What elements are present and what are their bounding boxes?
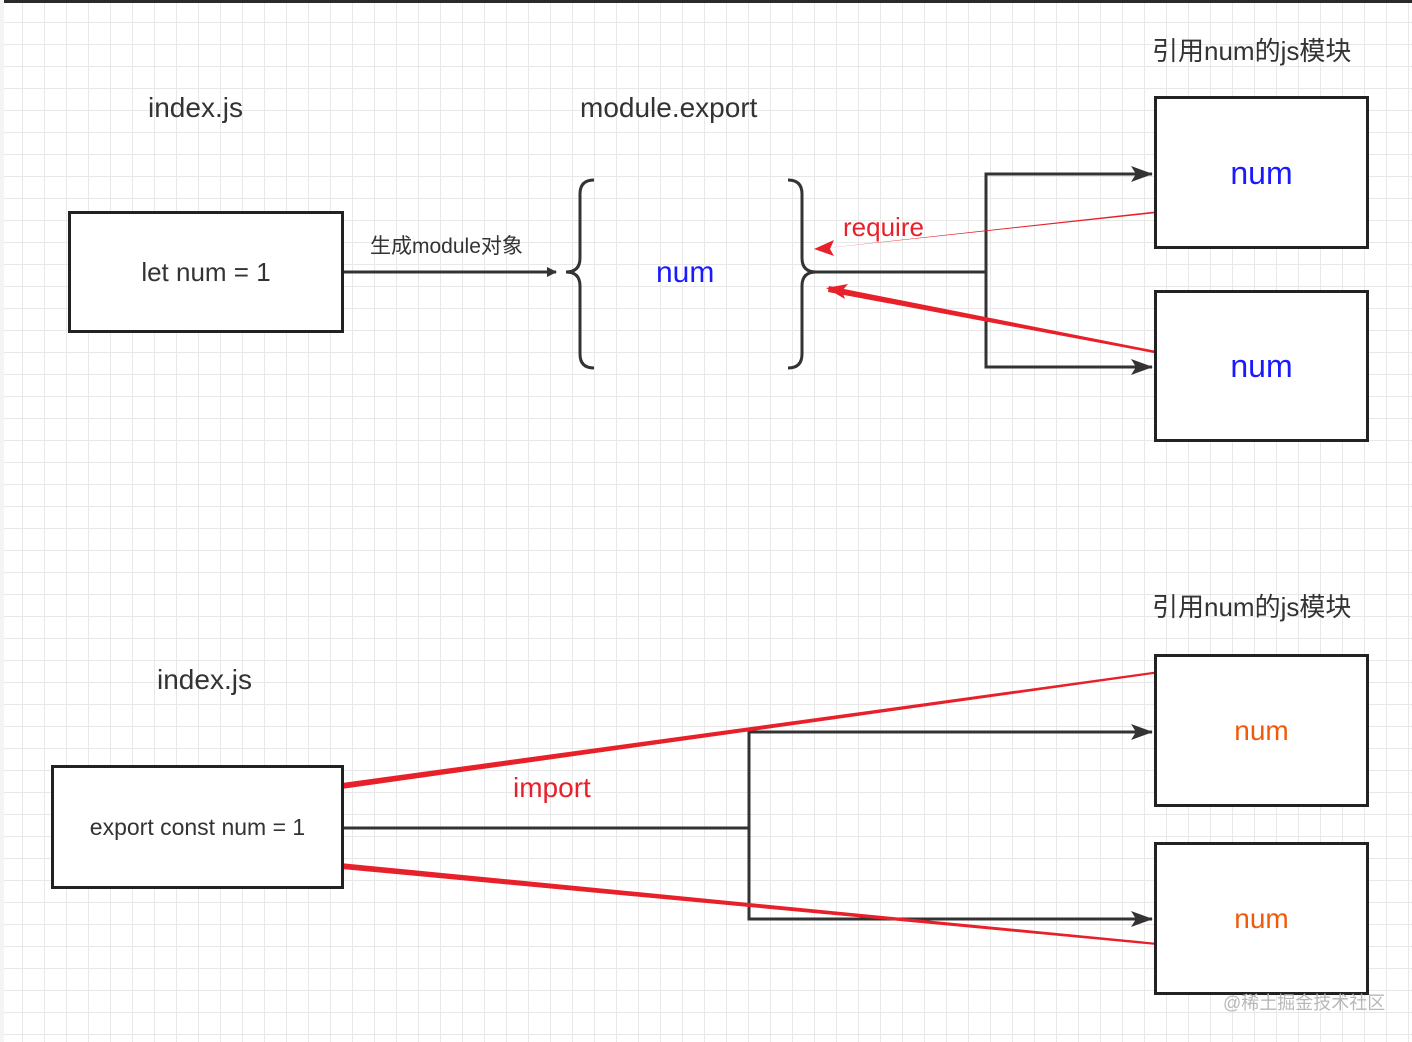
connector-to-top-module-1 xyxy=(984,166,1153,272)
top-consumer-value-2: num xyxy=(1230,348,1293,384)
top-source-file-label: index.js xyxy=(148,92,243,123)
bottom-consumer-modules-label: 引用num的js模块 xyxy=(1152,592,1352,622)
bottom-consumer-value-2: num xyxy=(1234,902,1289,934)
require-arrowhead-1 xyxy=(814,240,834,256)
connector-to-top-module-2 xyxy=(984,272,1153,375)
require-arrowhead-2 xyxy=(826,284,848,299)
window-top-border xyxy=(0,0,1412,3)
bottom-consumer-module-1: num xyxy=(1154,654,1369,807)
module-export-value: num xyxy=(656,256,715,289)
window-left-border xyxy=(0,0,4,1042)
require-reference-arrow-1 xyxy=(818,203,1232,249)
bottom-consumer-value-1: num xyxy=(1234,714,1289,746)
generate-module-edge-label: 生成module对象 xyxy=(370,235,523,258)
top-consumer-module-1: num xyxy=(1154,96,1369,249)
connector-to-bottom-module-2 xyxy=(747,828,1153,927)
top-consumer-module-2: num xyxy=(1154,290,1369,442)
import-reference-arrow-2 xyxy=(288,858,1210,950)
import-reference-arrow-1 xyxy=(291,667,1189,796)
bottom-consumer-module-2: num xyxy=(1154,842,1369,995)
top-source-code-box: let num = 1 xyxy=(68,211,344,333)
bottom-source-code: export const num = 1 xyxy=(89,813,306,840)
right-brace xyxy=(787,178,817,370)
require-label: require xyxy=(843,212,924,242)
require-reference-arrow-2 xyxy=(828,286,1202,362)
watermark: @稀土掘金技术社区 xyxy=(1223,993,1386,1013)
bottom-source-code-box: export const num = 1 xyxy=(51,765,344,889)
connector-to-bottom-module-1 xyxy=(747,724,1153,828)
top-consumer-modules-label: 引用num的js模块 xyxy=(1152,36,1352,66)
left-brace xyxy=(565,178,595,370)
module-export-label: module.export xyxy=(580,92,758,123)
bottom-source-file-label: index.js xyxy=(157,664,252,695)
import-label: import xyxy=(513,772,591,803)
top-consumer-value-1: num xyxy=(1230,154,1293,191)
top-source-code: let num = 1 xyxy=(141,257,271,287)
